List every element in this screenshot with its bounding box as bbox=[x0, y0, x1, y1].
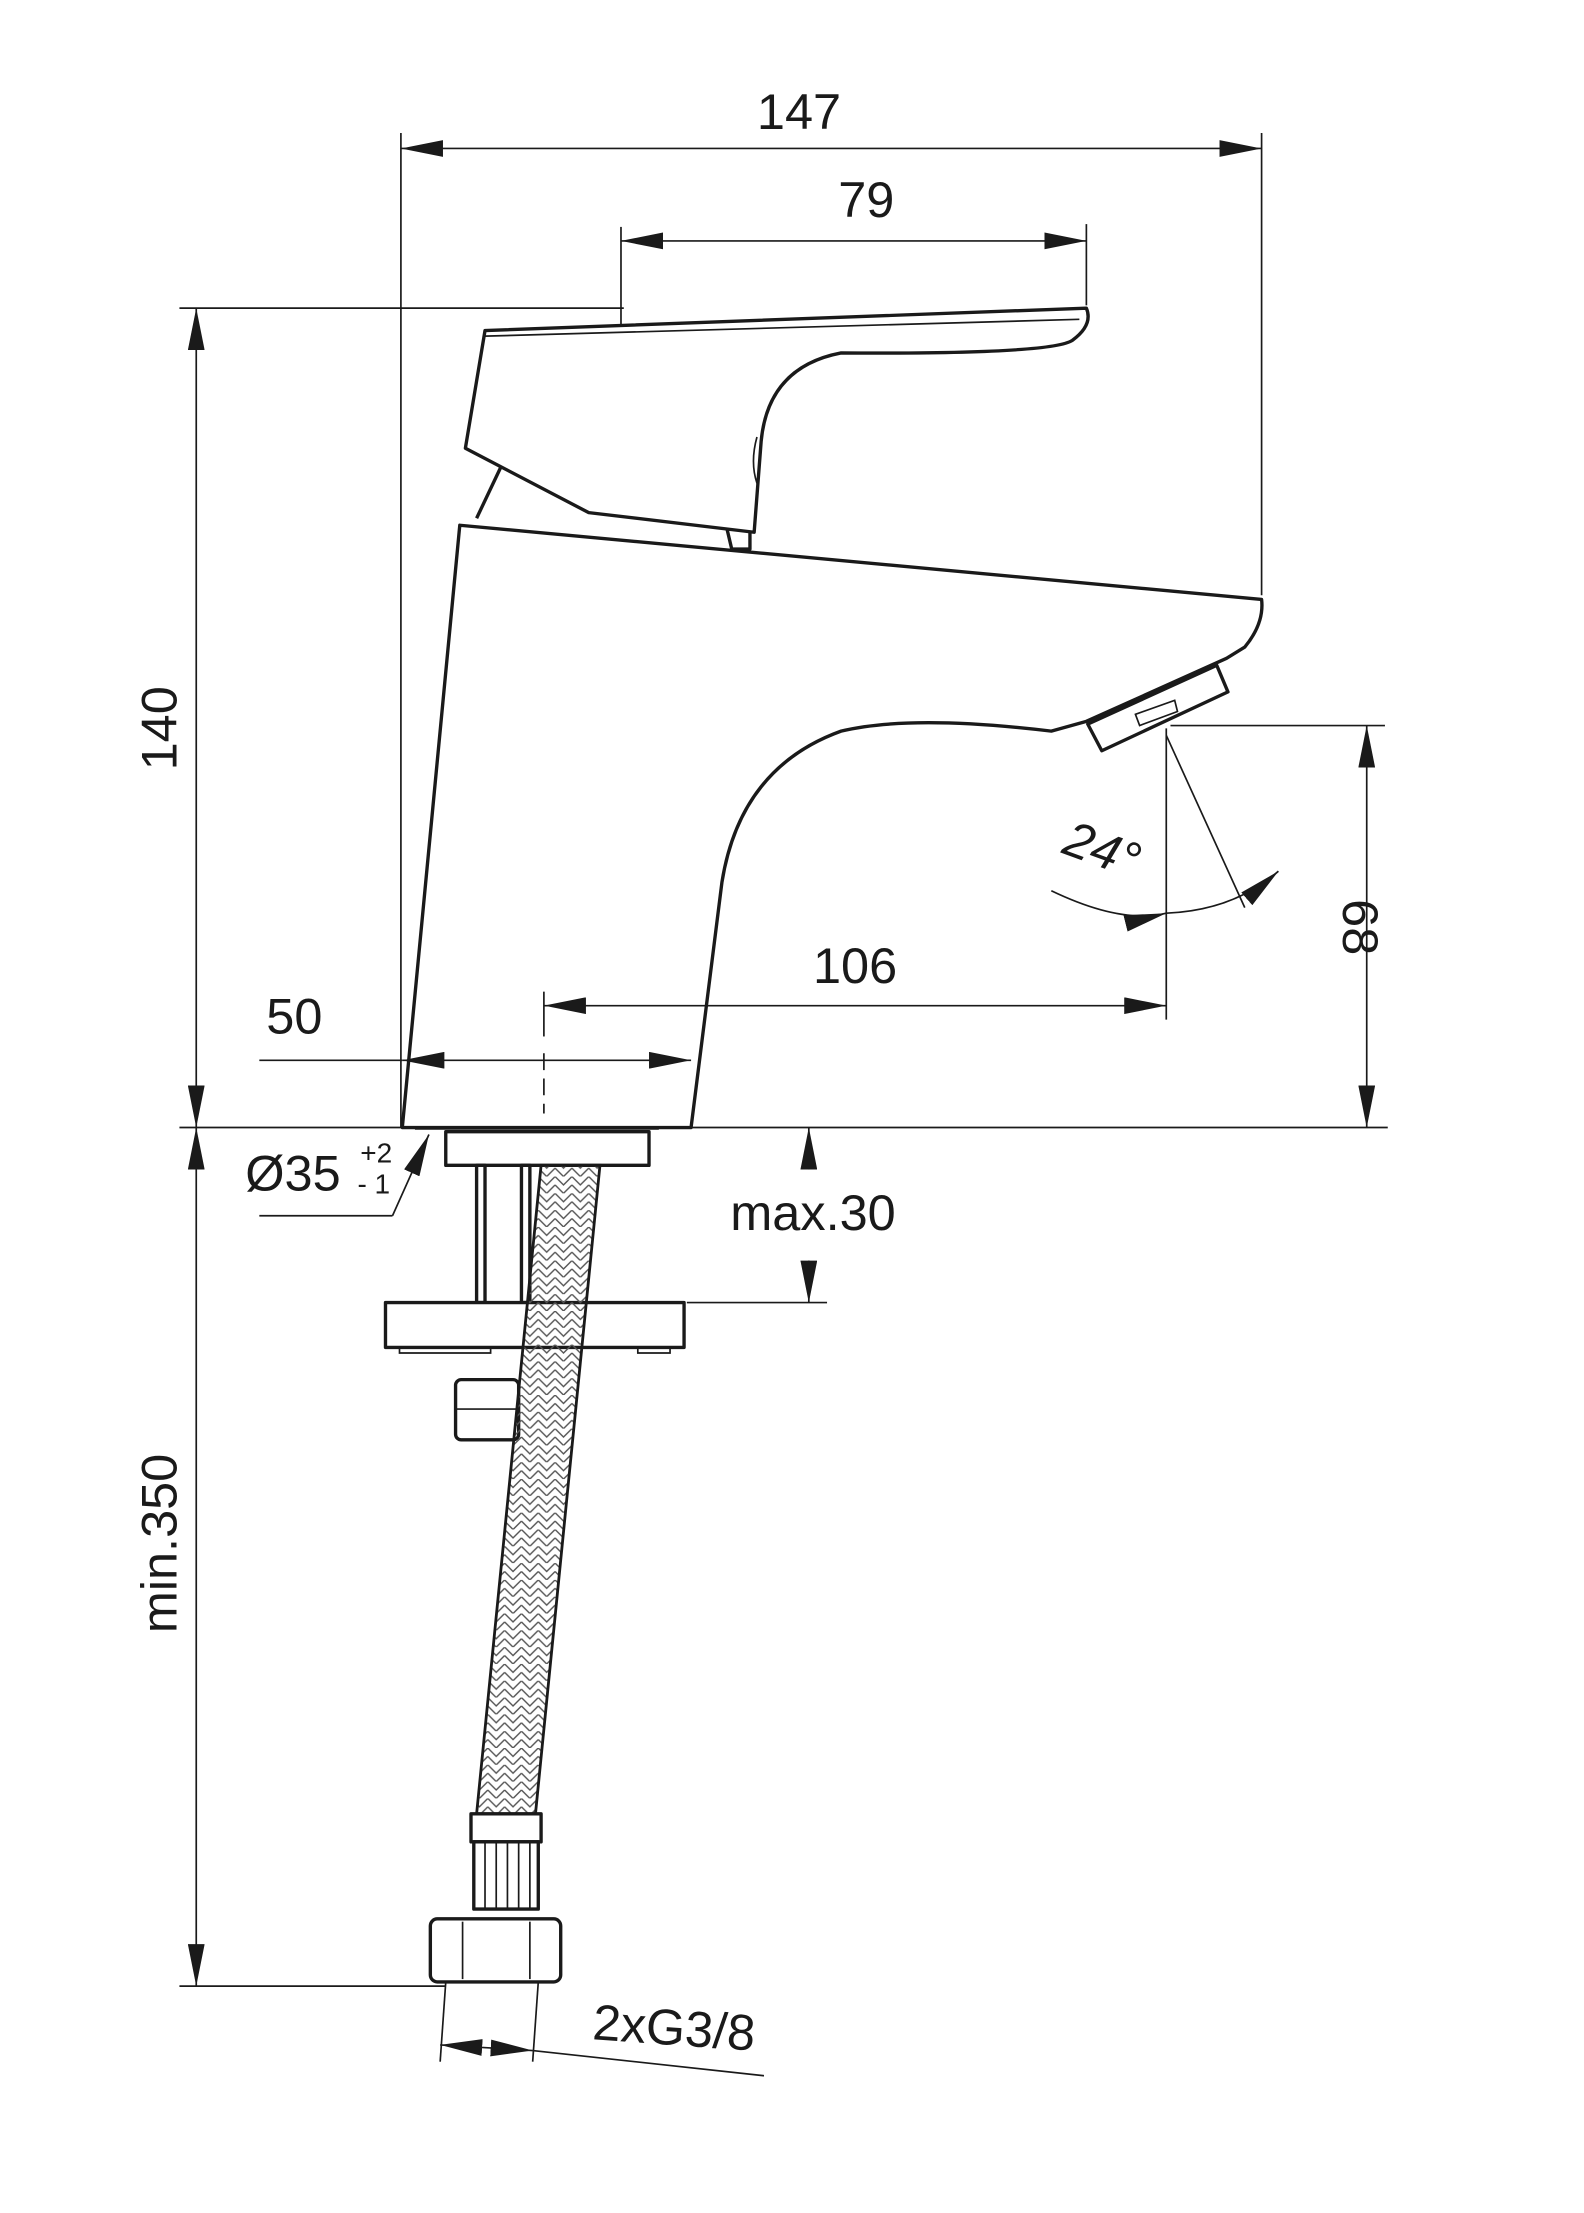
label-tol-plus: +2 bbox=[360, 1138, 392, 1169]
dimension-spout-reach: 106 bbox=[543, 728, 1168, 1114]
label-max30: max.30 bbox=[730, 1184, 895, 1241]
label-min350: min.350 bbox=[131, 1454, 188, 1633]
dimension-spout-angle: 24° bbox=[1050, 734, 1279, 932]
label-tol-minus: - 1 bbox=[357, 1168, 390, 1199]
aerator bbox=[1086, 663, 1230, 753]
dimension-body-width: 50 bbox=[259, 988, 692, 1069]
flexible-hose bbox=[428, 1163, 602, 1984]
label-140: 140 bbox=[131, 686, 188, 770]
dimension-hole-diameter: Ø35 +2 - 1 bbox=[245, 1134, 430, 1217]
label-24deg: 24° bbox=[1056, 809, 1148, 889]
label-147: 147 bbox=[757, 83, 841, 140]
label-79: 79 bbox=[838, 171, 894, 228]
dimension-overall-length: 147 bbox=[400, 83, 1263, 1128]
lever-handle bbox=[463, 306, 1090, 551]
label-diameter: Ø35 bbox=[245, 1145, 340, 1202]
label-50: 50 bbox=[266, 988, 322, 1045]
dimension-connection: 2xG3/8 bbox=[439, 1981, 765, 2077]
dimension-max-thickness: max.30 bbox=[686, 1127, 896, 1304]
dimension-overall-height: 140 bbox=[131, 307, 1388, 1129]
label-68: 68 bbox=[1332, 899, 1389, 955]
dimension-spout-height: 68 bbox=[1170, 724, 1389, 1128]
dimension-handle-length: 79 bbox=[620, 171, 1088, 325]
dimension-min-hose: min.350 bbox=[131, 1127, 446, 1987]
faucet-body bbox=[400, 523, 1264, 1130]
label-connection: 2xG3/8 bbox=[591, 1993, 757, 2061]
label-106: 106 bbox=[813, 937, 897, 994]
hose-nut bbox=[428, 1917, 563, 1984]
